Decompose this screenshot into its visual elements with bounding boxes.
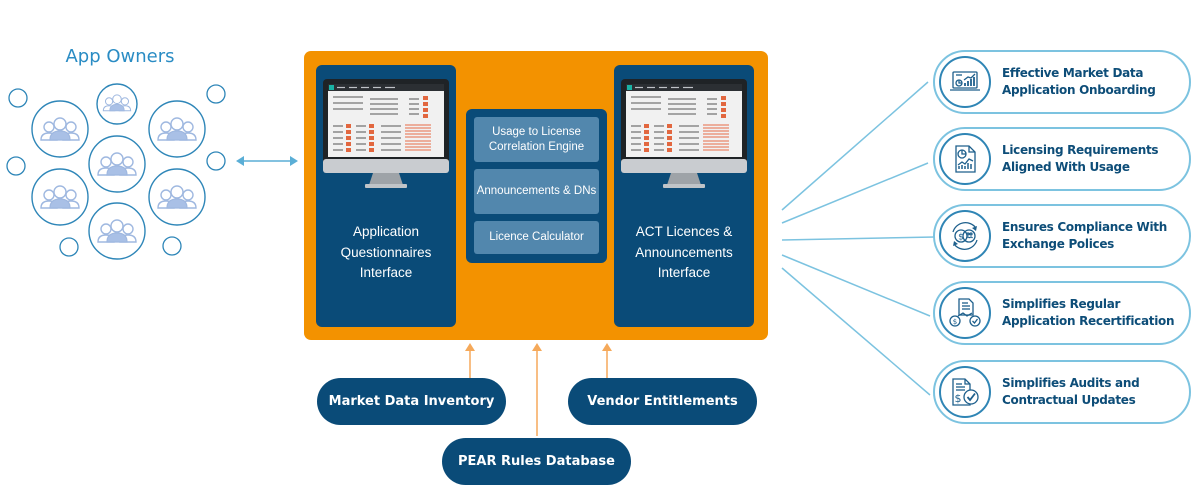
engine-item-announcements[interactable]: Announcements & DNs bbox=[474, 169, 599, 214]
compliance-cycle-icon: $ bbox=[952, 222, 978, 250]
svg-text:$: $ bbox=[953, 318, 957, 326]
connector-line bbox=[781, 236, 936, 241]
market-data-inventory-pill[interactable]: Market Data Inventory bbox=[317, 378, 506, 425]
connector-line bbox=[781, 267, 931, 396]
benefit-recertification[interactable]: $ Simplifies Regular Application Recerti… bbox=[933, 281, 1191, 345]
svg-text:$: $ bbox=[958, 233, 964, 243]
engine-item-licence-calculator[interactable]: Licence Calculator bbox=[474, 221, 599, 254]
data-source-arrows bbox=[465, 343, 612, 436]
analytics-laptop-icon bbox=[950, 71, 980, 91]
benefit-compliance[interactable]: $ Ensures Compliance With Exchange Polic… bbox=[933, 204, 1191, 268]
core-platform-frame: Application Questionnaires Interface Usa… bbox=[304, 51, 768, 340]
benefit-connector-lines bbox=[781, 81, 936, 396]
application-questionnaires-panel[interactable]: Application Questionnaires Interface bbox=[316, 65, 456, 327]
benefit-label: Licensing Requirements Aligned With Usag… bbox=[1002, 143, 1159, 174]
connector-line bbox=[781, 254, 931, 317]
benefit-licensing-requirements[interactable]: Licensing Requirements Aligned With Usag… bbox=[933, 127, 1191, 191]
handshake-agreement-icon: $ bbox=[949, 298, 981, 327]
monitor-dashboard-icon bbox=[323, 79, 449, 188]
application-questionnaires-label: Application Questionnaires Interface bbox=[340, 224, 432, 280]
audit-check-icon: $ bbox=[952, 378, 979, 406]
user-group-icon bbox=[31, 83, 206, 260]
app-owners-title: App Owners bbox=[65, 46, 175, 67]
svg-text:$: $ bbox=[955, 392, 962, 405]
engine-stack: Usage to License Correlation Engine Anno… bbox=[466, 109, 607, 263]
benefit-audits[interactable]: $ Simplifies Audits and Contractual Upda… bbox=[933, 360, 1191, 424]
report-document-icon bbox=[955, 145, 976, 173]
bidirectional-arrow-icon bbox=[236, 156, 298, 166]
connector-line bbox=[781, 81, 929, 211]
vendor-entitlements-pill[interactable]: Vendor Entitlements bbox=[568, 378, 757, 425]
decorative-dots bbox=[6, 84, 226, 257]
act-licences-label: ACT Licences & Announcements Interface bbox=[635, 224, 733, 280]
engine-item-usage-correlation[interactable]: Usage to License Correlation Engine bbox=[474, 117, 599, 162]
benefit-label: Ensures Compliance With Exchange Polices bbox=[1002, 220, 1167, 251]
app-owners-cluster bbox=[6, 83, 226, 260]
benefit-onboarding[interactable]: Effective Market Data Application Onboar… bbox=[933, 50, 1191, 114]
pear-rules-database-pill[interactable]: PEAR Rules Database bbox=[442, 438, 631, 485]
act-licences-panel[interactable]: ACT Licences & Announcements Interface bbox=[614, 65, 754, 327]
connector-line bbox=[781, 162, 929, 224]
monitor-dashboard-icon bbox=[621, 79, 747, 188]
benefit-label: Simplifies Regular Application Recertifi… bbox=[1002, 297, 1175, 328]
benefit-label: Simplifies Audits and Contractual Update… bbox=[1002, 376, 1140, 407]
benefit-label: Effective Market Data Application Onboar… bbox=[1002, 66, 1156, 97]
